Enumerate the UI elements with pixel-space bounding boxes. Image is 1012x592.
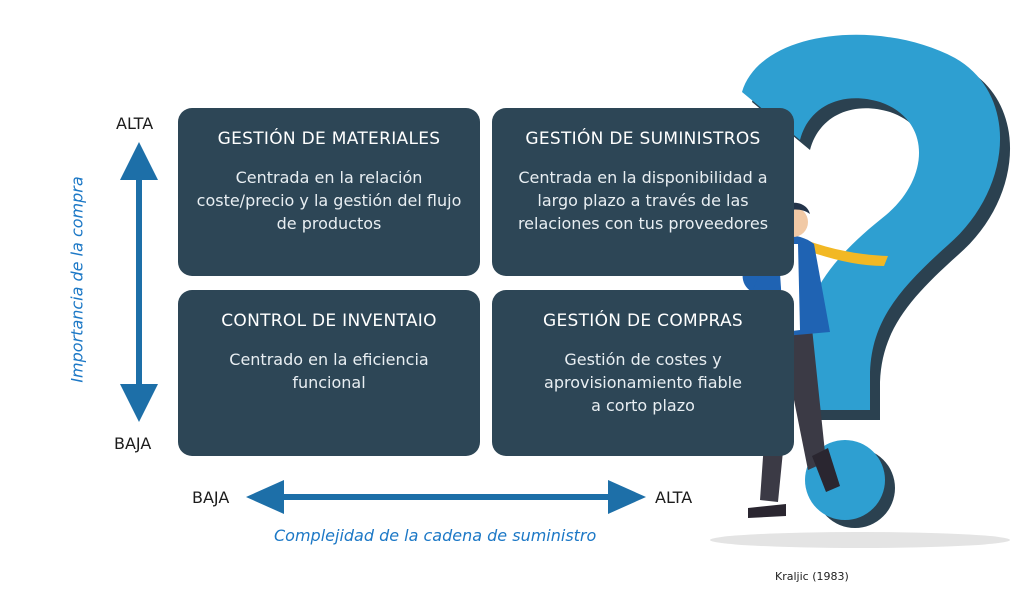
quadrant-text: Centrada en la relación coste/precio y l… [196, 168, 462, 233]
y-axis-low-label: BAJA [114, 434, 152, 453]
quadrant-materiales: GESTIÓN DE MATERIALES Centrada en la rel… [178, 108, 480, 276]
quadrant-title: GESTIÓN DE SUMINISTROS [525, 129, 761, 149]
x-axis-high-label: ALTA [655, 488, 693, 507]
quadrant-title: GESTIÓN DE MATERIALES [217, 129, 441, 149]
x-axis-title: Complejidad de la cadena de suministro [274, 526, 597, 545]
source-citation: Kraljic (1983) [775, 570, 849, 583]
quadrant-text: Centrado en la eficiencia funcional [229, 350, 429, 392]
quadrant-title: CONTROL DE INVENTAIO [221, 311, 437, 331]
x-axis-low-label: BAJA [192, 488, 230, 507]
quadrant-text: Gestión de costes y aprovisionamiento fi… [544, 350, 742, 415]
quadrant-title: GESTIÓN DE COMPRAS [543, 311, 743, 331]
quadrant-inventario: CONTROL DE INVENTAIO Centrado en la efic… [178, 290, 480, 456]
vertical-arrow-icon [120, 142, 158, 422]
y-axis-title: Importancia de la compra [67, 176, 87, 383]
quadrant-text: Centrada en la disponibilidad a largo pl… [517, 168, 769, 233]
ground-shadow [710, 532, 1010, 548]
quadrant-compras: GESTIÓN DE COMPRAS Gestión de costes y a… [492, 290, 794, 456]
y-axis-high-label: ALTA [116, 114, 154, 133]
horizontal-arrow-icon [246, 480, 646, 514]
quadrant-suministros: GESTIÓN DE SUMINISTROS Centrada en la di… [492, 108, 794, 276]
